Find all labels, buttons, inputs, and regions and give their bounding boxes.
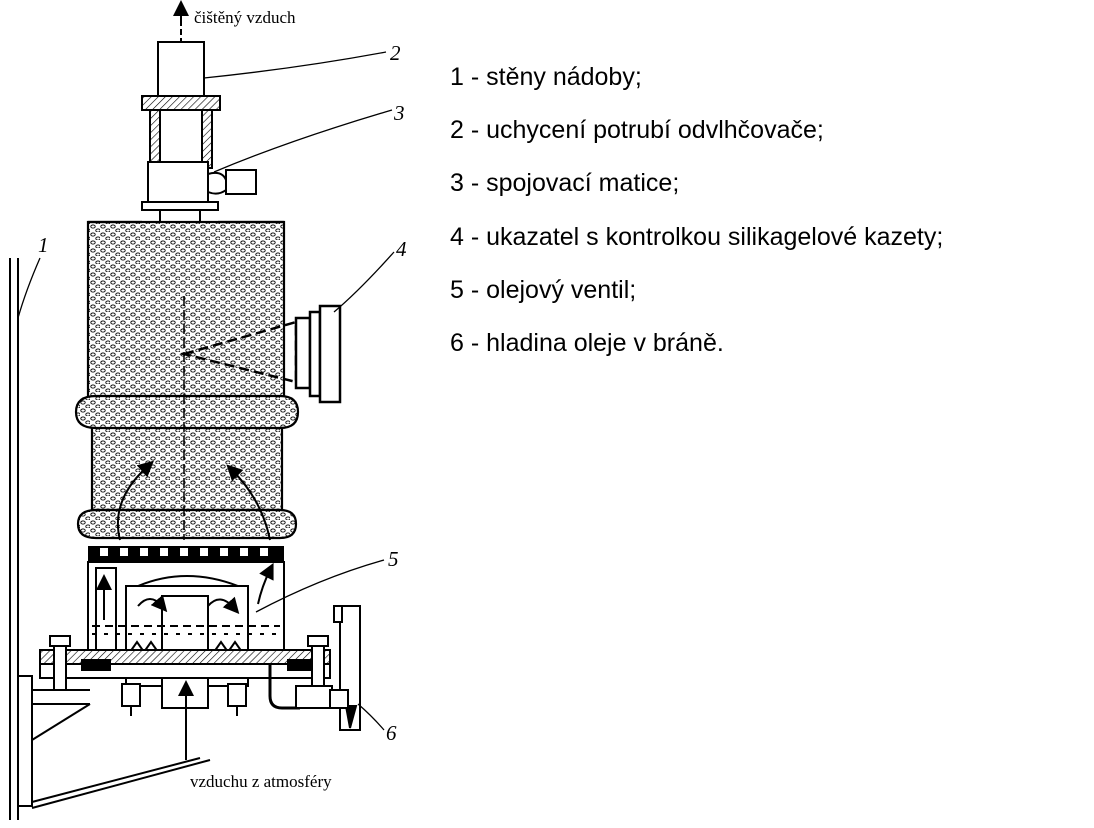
- oil-level-gauge: [329, 605, 361, 731]
- callout-6: 6: [386, 721, 397, 745]
- inlet-label: vzduchu z atmosféry: [190, 772, 332, 791]
- outlet-label: čištěný vzduch: [194, 8, 296, 27]
- vessel-wall: [9, 258, 211, 820]
- legend-item: 3 - spojovací matice;: [450, 169, 680, 198]
- callout-2: 2: [390, 41, 401, 65]
- outlet-pipe: [141, 20, 221, 183]
- callout-5: 5: [388, 547, 399, 571]
- legend-item: 4 - ukazatel s kontrolkou silikagelové k…: [450, 222, 944, 251]
- legend-item: 1 - stěny nádoby;: [450, 63, 642, 91]
- gel-container: [74, 220, 300, 541]
- leader-lines: [17, 51, 395, 731]
- legend-list: 1 - stěny nádoby; 2 - uchycení potrubí o…: [450, 58, 943, 377]
- air-dryer-diagram: čištěný vzduch vzduchu z atmosféry 1 2 3…: [9, 0, 407, 820]
- indicator-window: [179, 304, 342, 404]
- legend-item: 5 - olejový ventil;: [450, 275, 637, 304]
- legend-item: 2 - uchycení potrubí odvlhčovače;: [450, 116, 824, 145]
- perforated-plate: [88, 546, 284, 562]
- callout-4: 4: [396, 237, 407, 261]
- legend-item: 6 - hladina oleje v bráně.: [450, 328, 724, 357]
- callout-1: 1: [38, 233, 49, 257]
- base-flange: [39, 635, 333, 716]
- oil-valve: [87, 561, 285, 709]
- callout-3: 3: [393, 101, 405, 125]
